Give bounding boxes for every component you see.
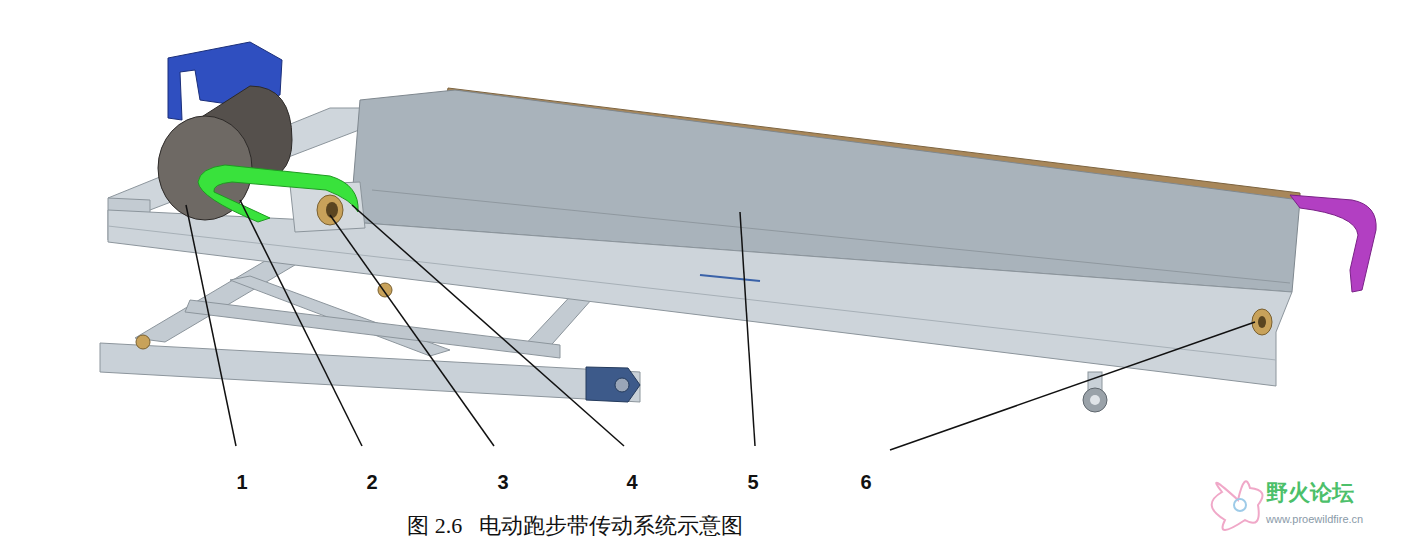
pivot <box>136 335 150 349</box>
callout-number: 3 <box>497 472 508 492</box>
leader-line <box>890 322 1255 450</box>
callout-number: 2 <box>366 472 377 492</box>
leader-line <box>240 200 362 446</box>
leader-line <box>186 205 236 446</box>
foot-bracket <box>586 367 640 402</box>
cross-bar <box>185 300 560 358</box>
leader-lines <box>186 200 1255 450</box>
callout-number: 4 <box>626 472 637 492</box>
frame-mark <box>700 275 760 281</box>
drive-belt <box>198 165 358 222</box>
watermark-url: www.proewildfire.cn <box>1266 514 1363 525</box>
logo-center <box>1234 499 1246 511</box>
leader-line <box>740 212 755 446</box>
roller-axle <box>1258 316 1266 328</box>
callout-number: 1 <box>236 472 247 492</box>
roller-axle <box>326 202 338 218</box>
leader-line <box>330 215 494 446</box>
watermark-logo <box>1212 481 1263 530</box>
frame-edge <box>108 226 1276 360</box>
callout-number: 6 <box>860 472 871 492</box>
end-cap <box>1290 195 1376 292</box>
figure-caption: 图 2.6 电动跑步带传动系统示意图 <box>407 515 743 537</box>
front-roller <box>317 195 343 225</box>
callout-number: 5 <box>747 472 758 492</box>
logo-petal <box>1212 481 1263 530</box>
frame-rail <box>108 210 1292 386</box>
wheel <box>1083 388 1107 412</box>
foot-pin <box>615 378 629 392</box>
leader-line <box>352 205 624 446</box>
wheel-hub <box>1090 395 1100 405</box>
watermark: 野火论坛 <box>1266 482 1354 504</box>
